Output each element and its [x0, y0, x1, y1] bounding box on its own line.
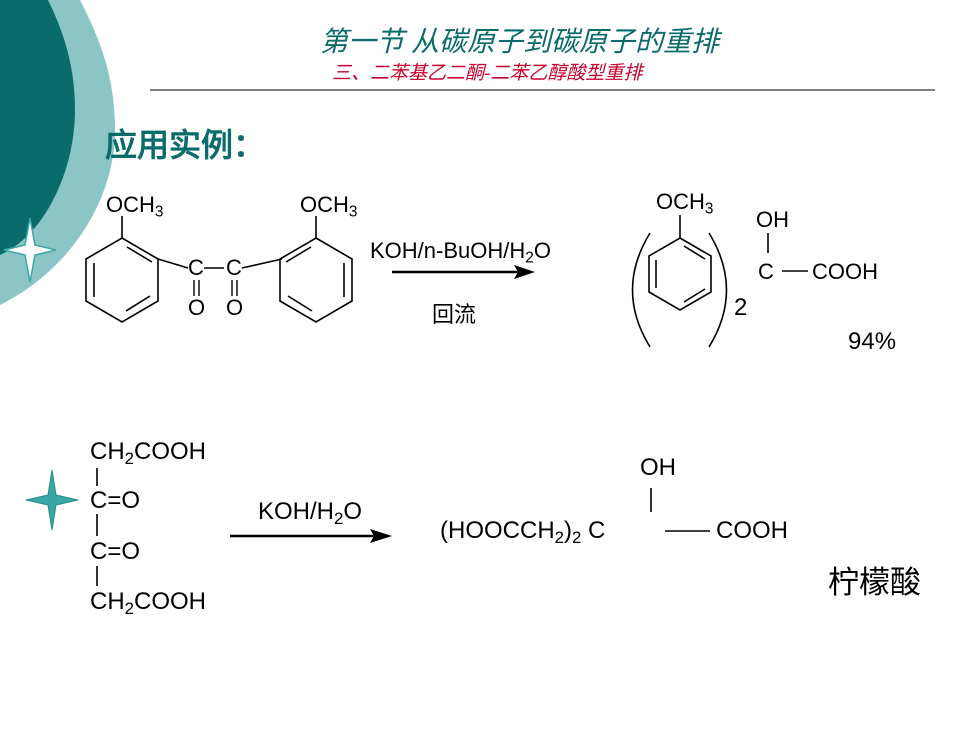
slide-subtitle: 三、二苯基乙二酮-二苯乙醇酸型重排: [332, 63, 643, 84]
section-heading: 应用实例：: [105, 126, 266, 164]
product2-hydroxyl: OH: [640, 454, 676, 481]
carbonyl-oxygen-right: O: [226, 295, 244, 320]
reagent-label-1: KOH/n-BuOH/H2O: [370, 238, 551, 267]
product-carboxyl: COOH: [812, 259, 878, 284]
benzene-ring-left: [85, 237, 159, 323]
methoxy-label-left: OCH3: [106, 192, 164, 221]
sparkle-icon: [25, 469, 79, 531]
benzene-ring-right: [279, 237, 353, 323]
reactant2-carbonyl-2: C=O: [90, 538, 141, 565]
product-hydroxyl: OH: [756, 207, 789, 232]
carbonyl-oxygen-left: O: [188, 295, 206, 320]
product2-carboxyl: COOH: [716, 517, 788, 544]
bond: [157, 258, 189, 269]
methoxy-label-right: OCH3: [300, 192, 358, 221]
benzene-ring-product: [648, 237, 712, 311]
product2-name: 柠檬酸: [828, 565, 921, 601]
right-paren: [708, 232, 728, 348]
condition-label: 回流: [432, 302, 477, 327]
left-paren: [631, 232, 651, 348]
product-multiplier: 2: [734, 294, 748, 321]
reactant2-carbonyl-1: C=O: [90, 487, 141, 514]
yield-label: 94%: [848, 328, 897, 355]
product-carbon: C: [758, 259, 774, 284]
carbonyl-carbon-right: C: [226, 255, 242, 280]
reactant2-bottom-group: CH2COOH: [90, 588, 207, 619]
product-methoxy-label: OCH3: [656, 189, 714, 218]
reaction-arrow-head: [514, 265, 535, 279]
reaction-arrow-head: [370, 529, 392, 543]
reagent-label-2: KOH/H2O: [258, 498, 363, 529]
slide-title: 第一节 从碳原子到碳原子的重排: [320, 27, 720, 58]
product2-formula: (HOOCCH2)2 C: [440, 517, 606, 548]
reactant2-top-group: CH2COOH: [90, 438, 207, 469]
dark-teal-arc: [0, 0, 75, 255]
carbonyl-carbon-left: C: [188, 255, 204, 280]
bond: [241, 258, 283, 269]
sparkle-icon: [3, 217, 57, 283]
